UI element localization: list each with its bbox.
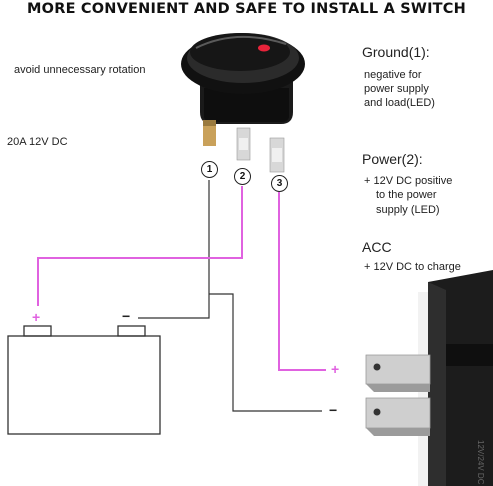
- pin-2-label: 2: [234, 168, 251, 185]
- ground-line-3: and load(LED): [364, 97, 435, 109]
- pin-3-label: 3: [271, 175, 288, 192]
- rating-note: 20A 12V DC: [7, 136, 68, 148]
- power-wire: [37, 186, 243, 306]
- plug-negative-sign: −: [329, 402, 338, 418]
- svg-text:12V/24V DC: 12V/24V DC: [476, 440, 485, 485]
- acc-wire: [278, 192, 326, 371]
- plug-positive-sign: +: [331, 361, 340, 377]
- power-line-1: + 12V DC positive: [364, 175, 453, 187]
- page-title: MORE CONVENIENT AND SAFE TO INSTALL A SW…: [27, 1, 466, 17]
- battery-icon: [7, 325, 161, 435]
- usb-charger-icon: 12V/24V DC: [365, 270, 493, 486]
- led-indicator-icon: [258, 44, 270, 52]
- acc-line-1: + 12V DC to charge: [364, 261, 461, 273]
- ground-line-2: power supply: [364, 83, 429, 95]
- rotation-note: avoid unnecessary rotation: [14, 64, 146, 76]
- pin-1-label: 1: [201, 161, 218, 178]
- power-line-2: to the power: [376, 189, 437, 201]
- ground-heading: Ground(1):: [362, 44, 430, 60]
- power-heading: Power(2):: [362, 151, 423, 167]
- ground-line-1: negative for: [364, 69, 422, 81]
- ground-wire-plug: [209, 293, 322, 412]
- rocker-switch-icon: [181, 33, 305, 173]
- battery-negative-sign: −: [122, 308, 131, 324]
- battery-positive-sign: +: [32, 309, 41, 325]
- power-line-3: supply (LED): [376, 204, 440, 216]
- ground-wires: [138, 180, 322, 412]
- positive-wires: [37, 186, 326, 371]
- ground-wire-switch: [138, 180, 210, 319]
- terminal-1: [203, 120, 216, 146]
- acc-heading: ACC: [362, 239, 392, 255]
